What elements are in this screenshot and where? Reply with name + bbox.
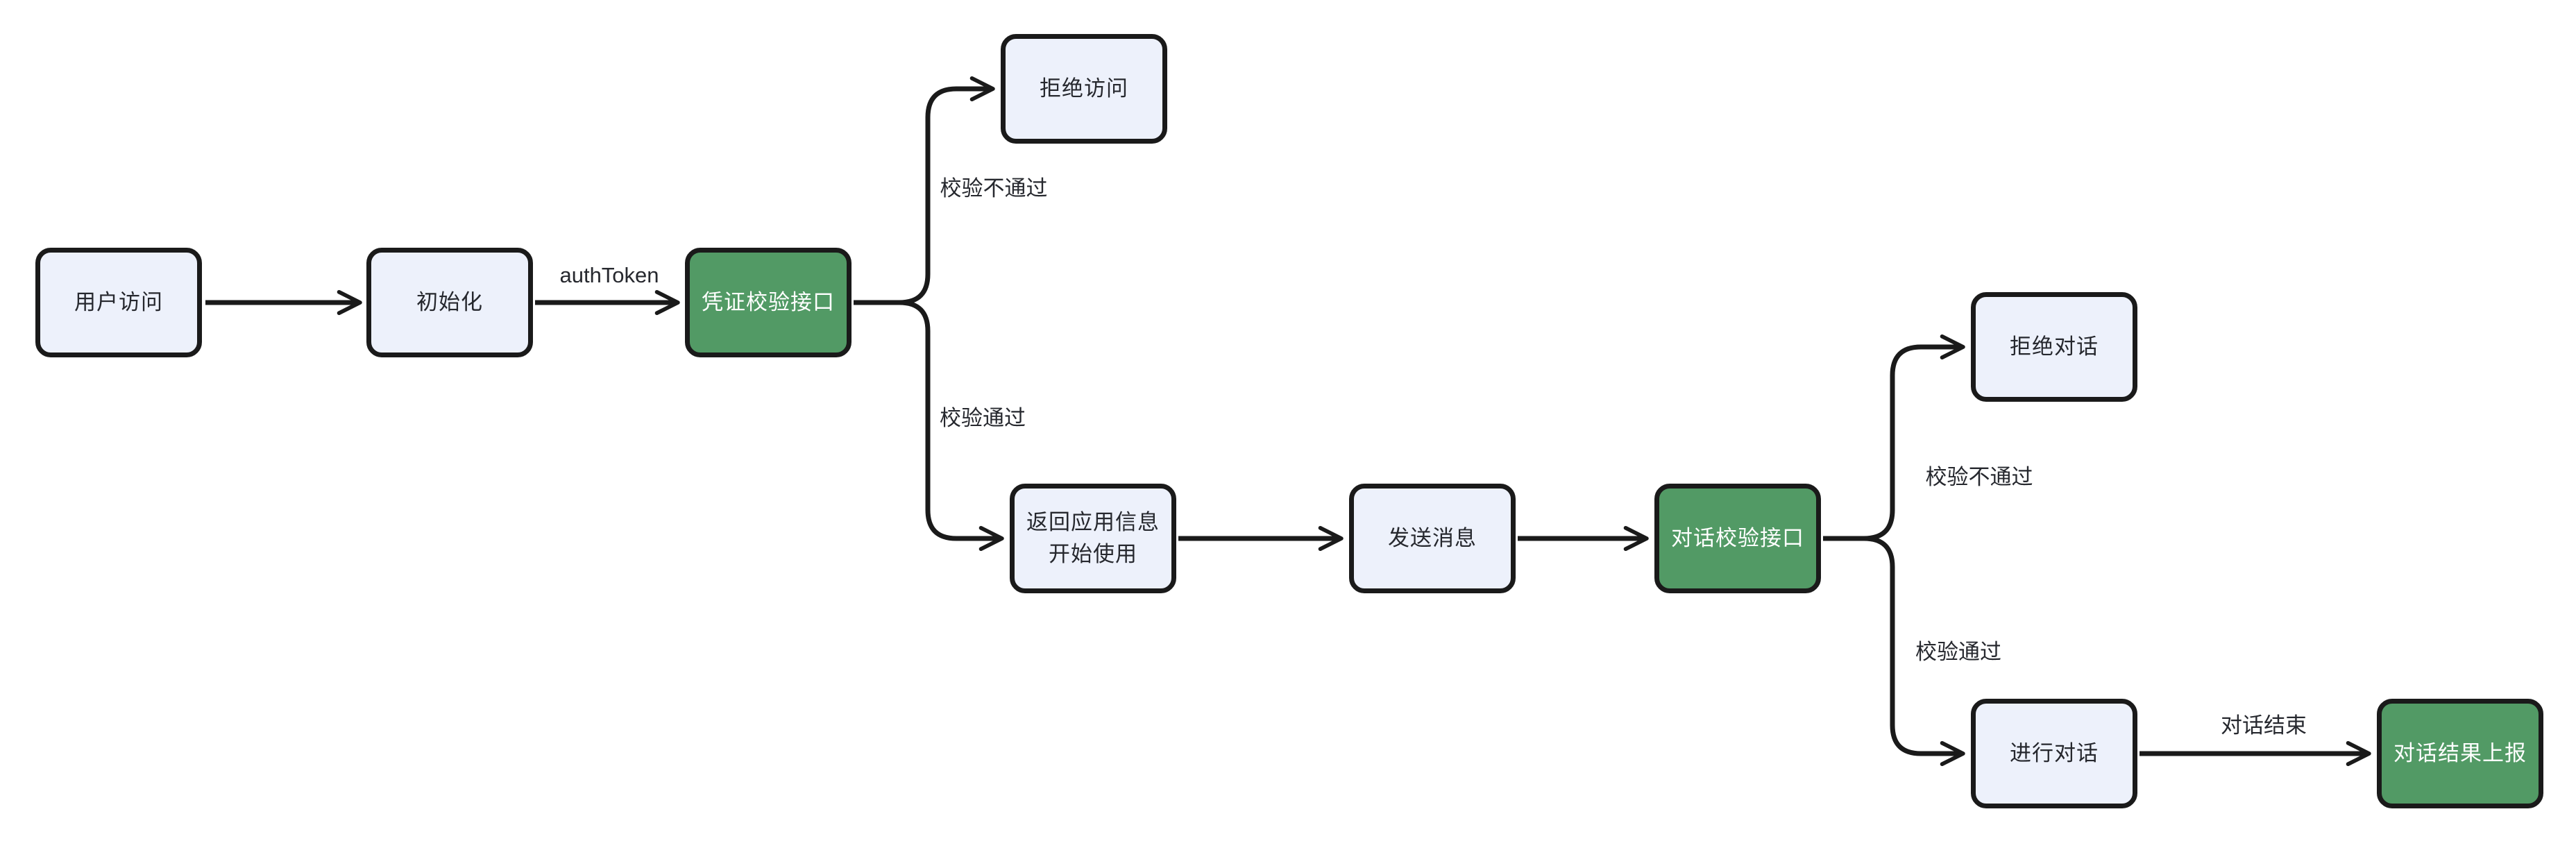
node-return-app-info-label-line1: 返回应用信息 (1026, 510, 1160, 534)
edge-label-check-pass-2: 校验通过 (1915, 640, 2001, 664)
node-user-access: 用户访问 (35, 248, 202, 357)
node-send-message-label: 发送消息 (1388, 526, 1477, 550)
node-user-access-label: 用户访问 (74, 290, 163, 314)
node-return-app-info: 返回应用信息 开始使用 (1010, 484, 1176, 593)
edge-label-check-fail-1: 校验不通过 (940, 176, 1048, 201)
edge-dialog-check-to-deny-dialog (1823, 334, 1965, 541)
node-conduct-dialog-label: 进行对话 (2010, 741, 2099, 765)
node-credential-check-api-label: 凭证校验接口 (702, 290, 835, 314)
edge-credential-check-to-return-app-info (854, 300, 1004, 552)
node-conduct-dialog: 进行对话 (1971, 699, 2137, 808)
edge-credential-check-to-deny-access (854, 76, 995, 305)
node-dialog-check-api: 对话校验接口 (1654, 484, 1821, 593)
edge-label-dialog-end: 对话结束 (2221, 713, 2307, 738)
node-dialog-check-api-label: 对话校验接口 (1671, 526, 1804, 550)
node-deny-dialog-label: 拒绝对话 (2010, 334, 2099, 359)
node-deny-access-label: 拒绝访问 (1040, 76, 1128, 101)
node-deny-dialog: 拒绝对话 (1971, 292, 2137, 402)
edge-label-check-pass-1: 校验通过 (940, 406, 1026, 430)
node-dialog-result-report: 对话结果上报 (2377, 699, 2543, 808)
node-send-message: 发送消息 (1349, 484, 1516, 593)
edge-label-check-fail-2: 校验不通过 (1925, 465, 2033, 489)
node-deny-access: 拒绝访问 (1001, 34, 1167, 144)
node-init-label: 初始化 (416, 290, 483, 314)
node-return-app-info-label-line2: 开始使用 (1049, 542, 1137, 566)
edge-dialog-check-to-conduct-dialog (1823, 536, 1965, 767)
node-credential-check-api: 凭证校验接口 (685, 248, 851, 357)
node-init: 初始化 (366, 248, 533, 357)
edge-label-authtoken: authToken (559, 263, 659, 287)
node-dialog-result-report-label: 对话结果上报 (2393, 741, 2527, 765)
